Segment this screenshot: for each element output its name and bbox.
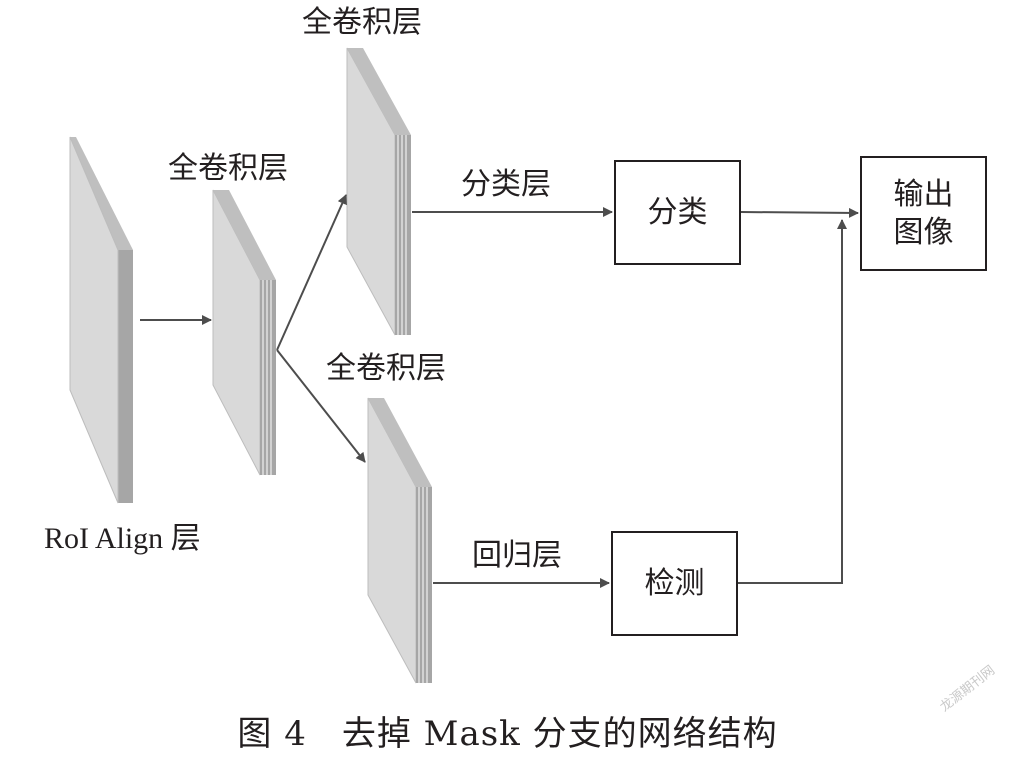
classification-box-label: 分类 xyxy=(647,194,708,230)
arrow-classification-to-output xyxy=(740,207,859,218)
regression-layer-label: 回归层 xyxy=(472,538,562,573)
fcn-layer-top-shape xyxy=(346,47,411,336)
detection-box-label: 检测 xyxy=(644,565,705,601)
classification-layer-label: 分类层 xyxy=(461,167,551,202)
roi-align-label: RoI Align 层 xyxy=(44,522,201,555)
classification-box: 分类 xyxy=(614,160,741,265)
output-image-label-line2: 图像 xyxy=(893,214,954,250)
fcn-layer-top-label: 全卷积层 xyxy=(302,5,422,40)
output-image-label-line1: 输出 xyxy=(893,176,954,212)
arrow-fcn1-to-bottom xyxy=(276,349,366,463)
fcn-layer-1-shape xyxy=(212,189,276,476)
arrow-detection-to-output xyxy=(737,219,847,584)
output-image-box: 输出 图像 xyxy=(860,156,987,271)
fcn-layer-bottom-shape xyxy=(367,397,432,684)
roi-align-layer-shape xyxy=(69,136,133,504)
fcn-layer-bottom-label: 全卷积层 xyxy=(326,351,446,386)
arrow-fcn1-to-top xyxy=(276,194,347,351)
detection-box: 检测 xyxy=(611,531,738,636)
fcn-layer-1-label: 全卷积层 xyxy=(168,151,288,186)
figure-caption: 图 4 去掉 Mask 分支的网络结构 xyxy=(237,714,778,754)
